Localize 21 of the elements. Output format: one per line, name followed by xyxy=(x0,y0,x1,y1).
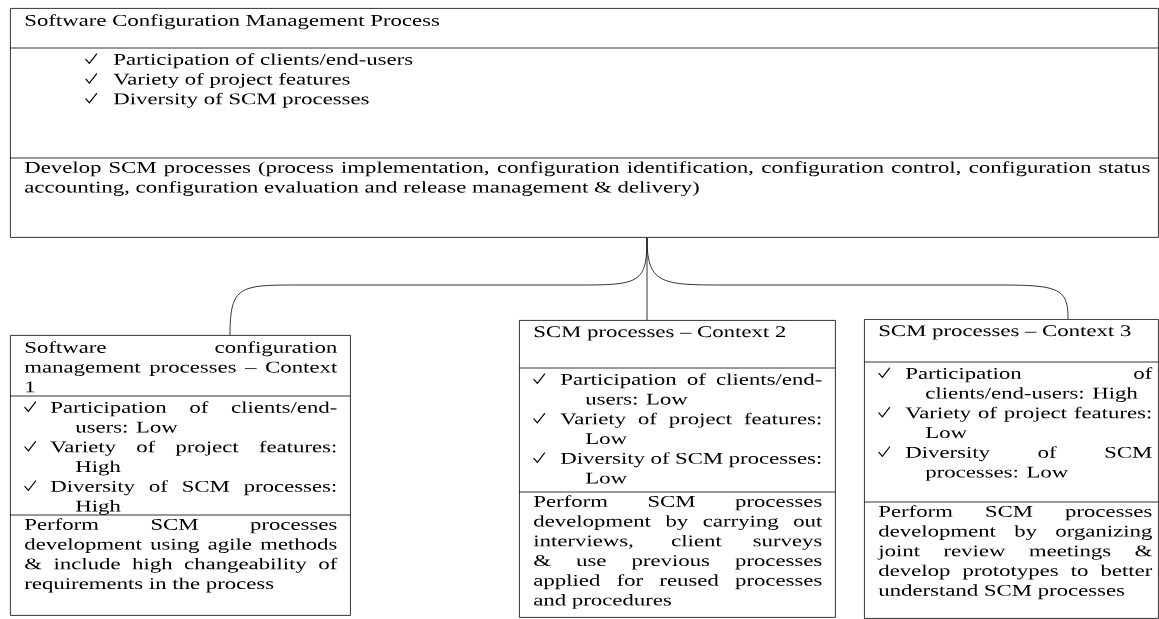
box-heading: Software configuration management processes – Context 1 xyxy=(24,341,338,393)
checklist-item: Diversity of SCM processes: Low xyxy=(878,446,1152,481)
box-heading: SCM processes – Context 3 xyxy=(879,325,1131,340)
box-text: Perform SCM processes development using agile methods & include high changeability of requirements in the process xyxy=(24,518,338,593)
checklist-item: Participation of clients/end-users: Low xyxy=(24,401,337,433)
checklist-item: Variety of project features: Low xyxy=(878,406,1151,439)
checklist-item: Participation of clients/end-users xyxy=(85,53,413,69)
checklist-item: Diversity of SCM processes xyxy=(85,92,369,108)
checklist-item: Diversity of SCM processes: High xyxy=(24,480,336,515)
checklist-item: Variety of project features: Low xyxy=(533,412,821,445)
checklist-item: Diversity of SCM processes: Low xyxy=(533,452,821,484)
checklist-item: Variety of project features: High xyxy=(24,440,336,476)
checklist-item: Participation of clients/end-users: Low xyxy=(533,373,822,405)
box-text: Perform SCM processes development by organizing joint review meetings & develop prototypes to better understand SCM processes xyxy=(877,505,1153,600)
box-text: Develop SCM processes (process implementation, configuration identification, configuration control, configuration status accounting, configuration evaluation and release management & delivery) xyxy=(24,161,1150,196)
box-heading: SCM processes – Context 2 xyxy=(534,326,786,341)
connector-line xyxy=(646,237,1069,320)
box-heading: Software Configuration Management Process xyxy=(25,14,439,30)
checklist-item: Variety of project features xyxy=(85,73,350,88)
checklist-item: Participation of clients/end-users: High xyxy=(878,367,1153,402)
box-text: Perform SCM processes development by carrying out interviews, client surveys & use previous processes applied for reused processes and procedures xyxy=(533,495,823,609)
